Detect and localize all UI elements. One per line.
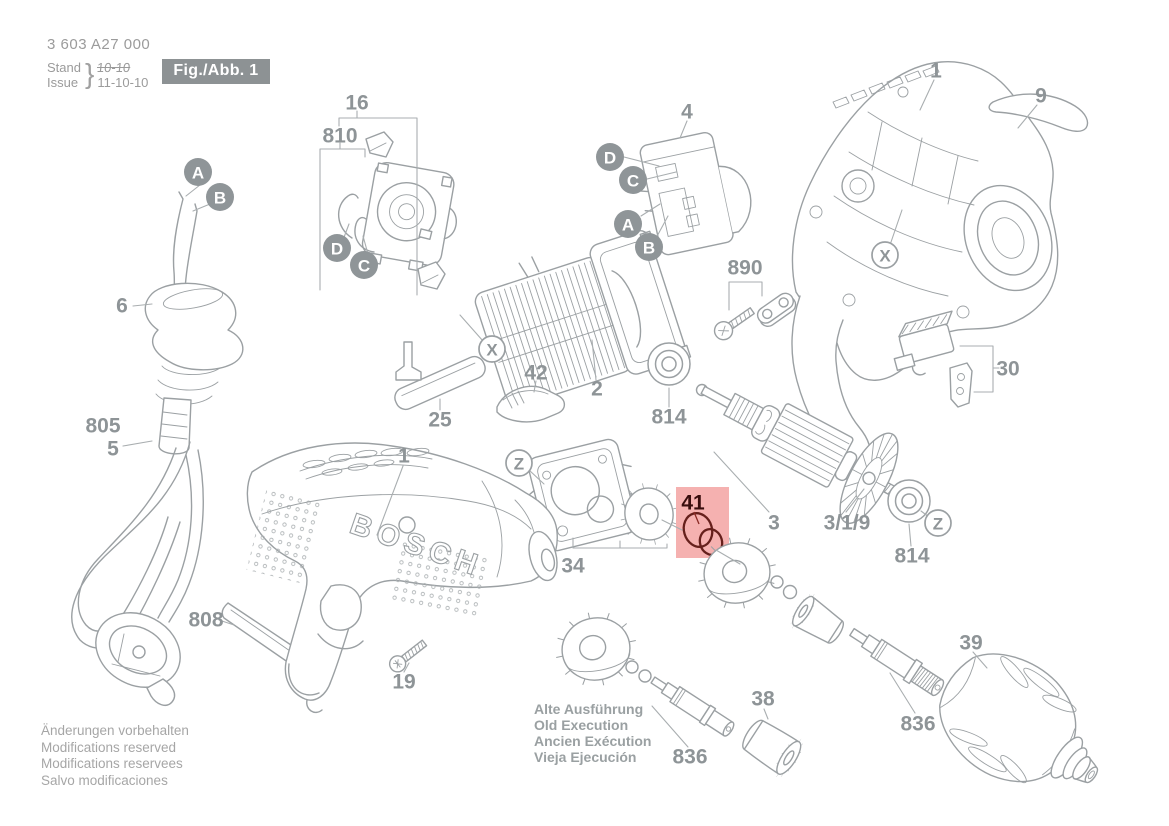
part-label-836-new: 836	[900, 713, 935, 736]
svg-text:X: X	[879, 247, 891, 266]
part-label-808: 808	[188, 609, 223, 632]
marker-z: Z	[505, 449, 533, 477]
modifications-note: Änderungen vorbehalten Modifications res…	[41, 723, 189, 788]
svg-text:D: D	[604, 149, 616, 168]
svg-text:D: D	[331, 240, 343, 259]
helical-gear-new	[690, 529, 784, 617]
nameplate	[988, 93, 1089, 132]
drill-housing: BOSCH	[246, 442, 558, 714]
brush-cap-bottom	[417, 261, 446, 290]
steel-ball-old	[625, 660, 639, 674]
marker-b: B	[206, 183, 234, 211]
cord-grommet	[144, 282, 244, 455]
part-label-42: 42	[524, 362, 547, 385]
cable-clamp	[756, 292, 797, 328]
old-execution-note: Alte Ausführung Old Execution Ancien Exé…	[534, 701, 652, 765]
svg-text:B: B	[643, 239, 655, 258]
cluster-gear	[785, 589, 845, 644]
part-label-2: 2	[591, 378, 603, 401]
svg-text:A: A	[192, 164, 204, 183]
part-label-1-body: 1	[398, 445, 410, 468]
spindle-old	[650, 676, 735, 737]
brush-cap-top	[365, 131, 394, 158]
part-label-836-old: 836	[672, 746, 707, 769]
part-label-39: 39	[959, 632, 982, 655]
wire-hook-d	[338, 193, 359, 239]
svg-text:Z: Z	[514, 455, 524, 474]
new-date: 11-10-10	[97, 75, 149, 90]
part-label-1-housing: 1	[930, 60, 942, 83]
marker-a: A	[614, 210, 642, 238]
wire-hook-c	[354, 216, 375, 253]
svg-text:X: X	[486, 341, 498, 360]
cable-loop	[71, 441, 204, 649]
power-plug	[95, 612, 181, 706]
marker-c: C	[350, 251, 378, 279]
bearing-814-left	[647, 342, 691, 386]
marker-x: X	[478, 335, 506, 363]
spindle-new	[849, 627, 945, 697]
gear-38	[742, 719, 809, 782]
svg-text:A: A	[622, 216, 634, 235]
part-label-814-left: 814	[651, 406, 686, 429]
revision-dates: 10-10 11-10-10	[96, 60, 149, 90]
part-label-25: 25	[428, 409, 452, 432]
svg-text:C: C	[358, 257, 370, 276]
part-label-814-right: 814	[894, 545, 929, 568]
svg-text:Z: Z	[933, 515, 943, 534]
marker-d: D	[596, 143, 624, 171]
stand-issue-labels: Stand Issue	[47, 60, 81, 90]
helical-gear-old	[547, 603, 645, 695]
marker-z: Z	[924, 509, 952, 537]
part-label-19: 19	[392, 671, 415, 694]
marker-x: X	[871, 241, 899, 269]
air-baffle	[394, 341, 486, 411]
part-label-810: 810	[322, 125, 357, 148]
part-label-9: 9	[1035, 85, 1047, 108]
motor-housing-shell	[791, 60, 1059, 480]
ring-old	[638, 669, 652, 683]
part-label-34: 34	[561, 555, 585, 578]
ring	[782, 584, 798, 600]
brush-bracket	[949, 362, 973, 408]
marker-b: B	[635, 233, 663, 261]
marker-c: C	[619, 166, 647, 194]
part-label-3: 3	[768, 512, 780, 535]
svg-text:B: B	[214, 189, 226, 208]
old-date: 10-10	[96, 60, 132, 75]
part-label-805: 805	[85, 415, 120, 438]
brace-glyph: }	[84, 58, 95, 89]
steel-ball	[770, 575, 784, 589]
marker-a: A	[184, 158, 212, 186]
marker-d: D	[323, 234, 351, 262]
part-label-5: 5	[107, 438, 119, 461]
part-label-38: 38	[751, 688, 775, 711]
ring-gear	[613, 476, 685, 552]
type-number: 3 603 A27 000	[47, 36, 151, 53]
figure-badge: Fig./Abb. 1	[162, 59, 270, 84]
part-label-3-1-9: 3/1/9	[824, 512, 871, 535]
coil-clamp	[496, 385, 566, 423]
svg-text:C: C	[627, 172, 639, 191]
part-label-6: 6	[116, 295, 128, 318]
screw-19	[388, 639, 428, 673]
part-label-4: 4	[681, 101, 693, 124]
cable-clamp-screw	[713, 307, 755, 341]
part-label-41: 41	[681, 492, 705, 515]
housing-vents	[832, 65, 940, 109]
part-label-16: 16	[345, 92, 368, 115]
bearing-814-right	[887, 479, 931, 523]
chuck	[939, 653, 1099, 784]
carbon-brush	[893, 310, 955, 376]
brush-plate-assembly	[338, 131, 457, 290]
part-label-890: 890	[727, 257, 762, 280]
trigger	[319, 584, 362, 631]
part-label-30: 30	[996, 358, 1019, 381]
drawing-header: 3 603 A27 000 Stand Issue } 10-10 11-10-…	[47, 36, 270, 90]
